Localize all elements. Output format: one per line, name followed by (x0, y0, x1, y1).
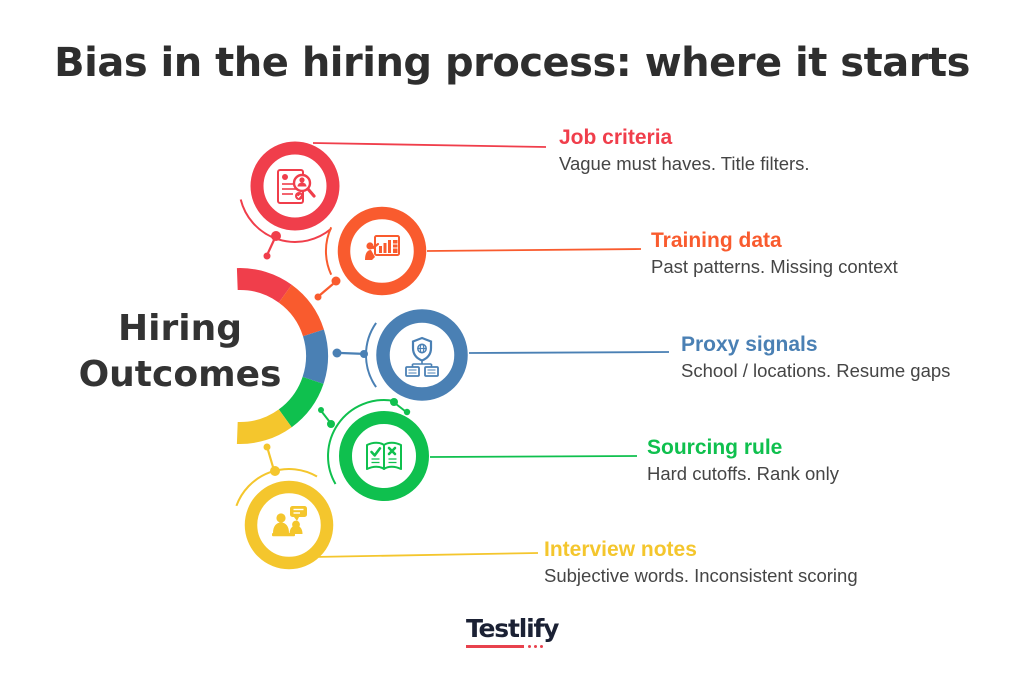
branch-label-interview-notes: Interview notes (544, 538, 697, 561)
branch-description-interview-notes: Subjective words. Inconsistent scoring (544, 565, 858, 587)
branch-proxy-signals: Proxy signals School / locations. Resume… (681, 333, 950, 381)
molecule-orange (314, 276, 341, 301)
node-ring-interview-notes (244, 480, 334, 570)
rules-book-icon (366, 441, 402, 470)
branch-label-job-criteria: Job criteria (559, 126, 673, 149)
hub-arc (236, 268, 329, 445)
branch-sourcing-rule: Sourcing rule Hard cutoffs. Rank only (647, 436, 839, 484)
connector-job-criteria (312, 142, 547, 148)
testlify-logo-underline (466, 644, 558, 648)
connector-sourcing-rule (429, 455, 638, 458)
branch-label-sourcing-rule: Sourcing rule (647, 436, 783, 459)
molecule-red (263, 231, 281, 260)
branch-description-job-criteria: Vague must haves. Title filters. (559, 153, 810, 175)
hub-arc-segment-orange (278, 284, 324, 337)
presentation-chart-icon (365, 235, 400, 260)
logo-dot (540, 644, 543, 648)
branch-label-training-data: Training data (651, 229, 782, 252)
branch-description-training-data: Past patterns. Missing context (651, 256, 898, 278)
branch-description-sourcing-rule: Hard cutoffs. Rank only (647, 463, 839, 485)
hub-label-line1: Hiring (118, 308, 242, 349)
logo-underline-bar (466, 644, 524, 648)
testlify-logo: Testlify (466, 614, 559, 648)
thin-arc-yellow (235, 468, 318, 507)
branch-training-data: Training data Past patterns. Missing con… (651, 229, 898, 277)
connector-lines (312, 142, 670, 558)
thin-arc-orange (324, 226, 333, 276)
branch-description-proxy-signals: School / locations. Resume gaps (681, 360, 951, 382)
logo-dot (528, 644, 531, 648)
hub-arc-segment-green (278, 376, 324, 428)
logo-dot (534, 644, 537, 648)
hub-arc-segment-blue (302, 329, 329, 384)
hub-arc-segment-yellow (236, 409, 292, 445)
branch-interview-notes: Interview notes Subjective words. Incons… (544, 538, 858, 586)
thin-arc-green (327, 399, 394, 485)
shield-network-icon (405, 336, 439, 377)
molecule-blue (332, 348, 368, 358)
branch-job-criteria: Job criteria Vague must haves. Title fil… (559, 126, 810, 174)
testlify-logo-text: Testlify (466, 614, 559, 643)
molecule-yellow (263, 443, 280, 476)
molecule-green (318, 398, 411, 428)
connector-interview-notes (312, 552, 539, 558)
resume-search-icon (277, 169, 316, 204)
connector-proxy-signals (468, 351, 670, 354)
hub-label-line2: Outcomes (78, 354, 282, 396)
hub-arc-segment-red (236, 268, 292, 303)
hub-label: Hiring Outcomes (50, 306, 310, 398)
interview-people-icon (272, 506, 307, 537)
connector-training-data (426, 248, 642, 252)
page-title: Bias in the hiring process: where it sta… (54, 40, 970, 86)
branch-label-proxy-signals: Proxy signals (681, 333, 818, 356)
